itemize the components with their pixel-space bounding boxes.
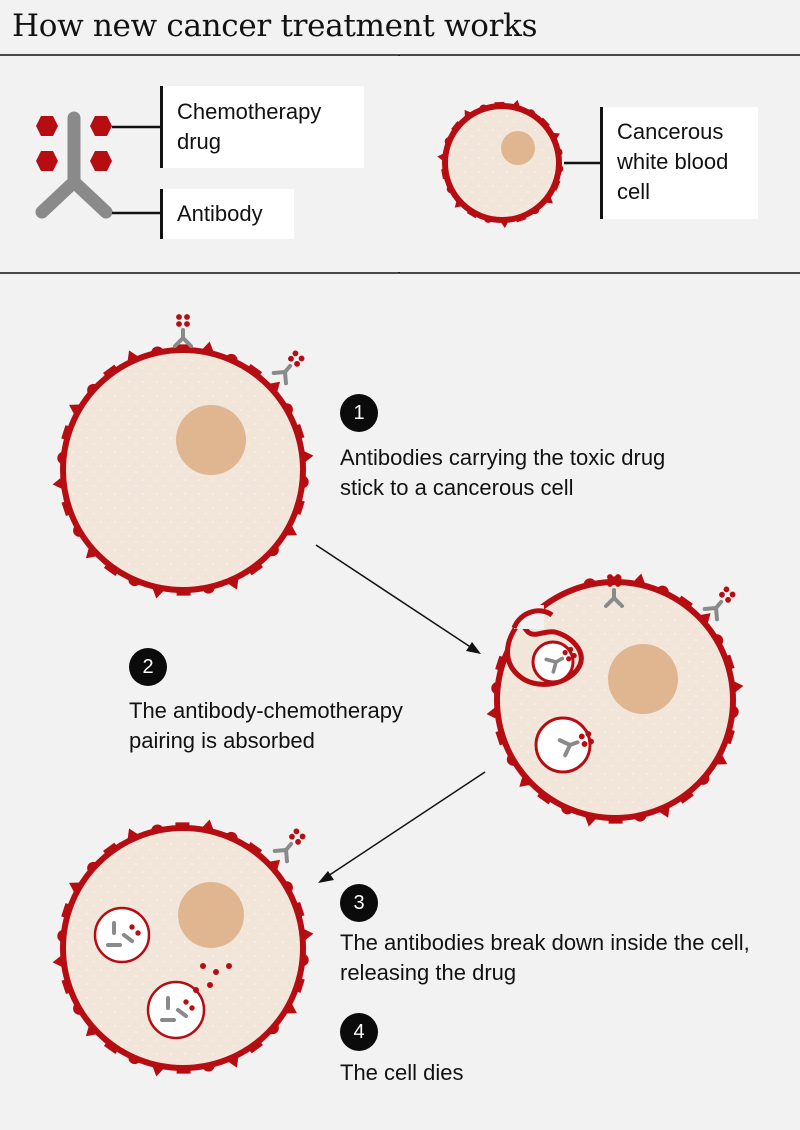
- released-drug: [200, 963, 206, 969]
- antibody-drug-pair: [271, 346, 309, 386]
- vesicle: [534, 716, 598, 774]
- arrow-step2-to-step3: [318, 771, 486, 883]
- vesicle: [531, 640, 581, 684]
- page-title: How new cancer treatment works: [12, 8, 538, 44]
- nucleus: [501, 131, 535, 165]
- nucleus: [608, 644, 678, 714]
- released-drug: [213, 969, 219, 975]
- cancer-cell-step2: [486, 573, 744, 827]
- step-4-text: The cell dies: [340, 1060, 464, 1085]
- step-1-badge: 1: [340, 394, 378, 432]
- released-drug: [207, 982, 213, 988]
- chemo-drug-label: Chemotherapy drug: [160, 86, 364, 168]
- cancer-cell-step1: [52, 341, 314, 599]
- broken-vesicle: [146, 980, 206, 1040]
- released-drug: [226, 963, 232, 969]
- antibody-drug-pair: [272, 824, 310, 864]
- step-1-text: Antibodies carrying the toxic drug stick…: [340, 445, 666, 500]
- antibody-drug-pair: [173, 312, 193, 348]
- step-3-badge: 3: [340, 884, 378, 922]
- chemo-drug-icon: [36, 116, 112, 171]
- step-4-badge: 4: [340, 1013, 378, 1051]
- step-3-text: The antibodies break down inside the cel…: [340, 930, 750, 985]
- cancerous-cell-label: Cancerous white blood cell: [600, 107, 758, 219]
- antibody-icon: [35, 111, 113, 219]
- broken-vesicle: [93, 906, 151, 964]
- released-drug: [193, 987, 199, 993]
- cancer-cell-step3: [52, 819, 314, 1077]
- step-2-text: The antibody-chemotherapy pairing is abs…: [129, 698, 403, 753]
- antibody-label: Antibody: [160, 189, 294, 239]
- nucleus: [178, 882, 244, 948]
- nucleus: [176, 405, 246, 475]
- legend-cancer-cell: [437, 99, 564, 228]
- arrow-step1-to-step2: [315, 544, 481, 654]
- step-2-badge: 2: [129, 648, 167, 686]
